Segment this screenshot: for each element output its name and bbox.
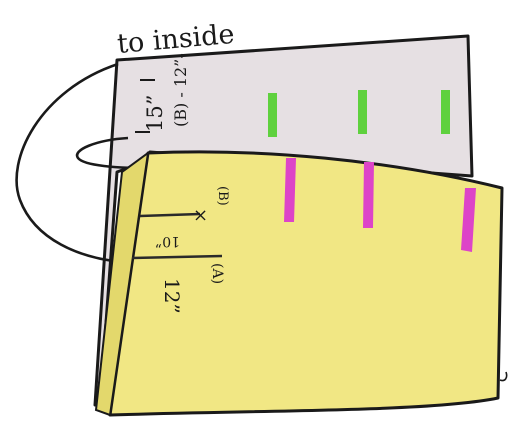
x-mark: × — [193, 205, 208, 226]
connector-curve-outer — [15, 62, 123, 264]
back-tab-1 — [268, 93, 277, 137]
front-tab-3 — [461, 188, 476, 252]
front-tab-1 — [284, 158, 296, 222]
edge-hook — [499, 371, 508, 382]
front-panel — [108, 150, 504, 417]
front-label-a: (A) — [209, 263, 225, 284]
back-tab-3 — [441, 90, 450, 134]
measure-10: 10” — [155, 233, 180, 249]
measure-12: 12” — [160, 278, 184, 314]
front-tab-2 — [363, 162, 374, 228]
connector-curve-inner — [75, 136, 143, 170]
front-panel-fold — [94, 150, 150, 417]
back-tab-2 — [358, 90, 367, 134]
marker-line-a — [131, 254, 223, 260]
measure-15: 15” — [143, 95, 167, 132]
front-label-b: (B) — [215, 186, 230, 206]
marker-line-10 — [139, 212, 201, 218]
measure-b-12: (B) - 12”- — [171, 53, 190, 127]
